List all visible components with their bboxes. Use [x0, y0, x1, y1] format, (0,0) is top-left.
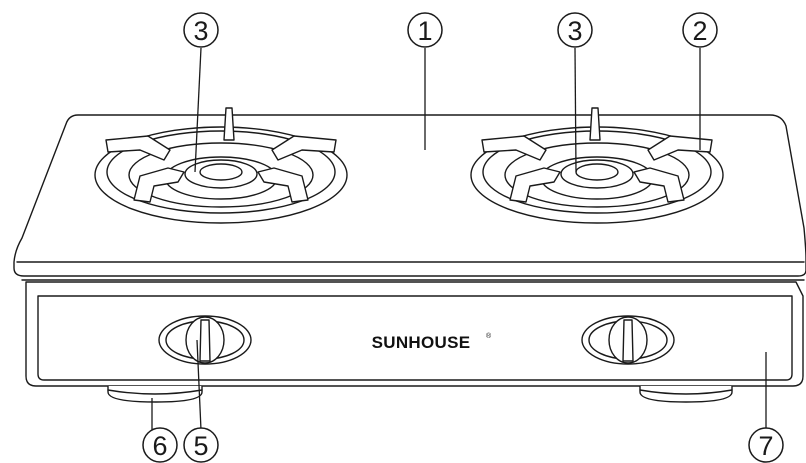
callout-3-left: 3: [183, 12, 219, 48]
callout-6: 6: [142, 427, 178, 463]
svg-text:6: 6: [152, 431, 167, 461]
igniter-pin: [589, 107, 601, 141]
callout-1: 1: [407, 12, 443, 48]
control-knob-right: [581, 315, 675, 365]
callout-3-right: 3: [557, 12, 593, 48]
svg-text:3: 3: [193, 16, 208, 46]
pan-support: [633, 167, 685, 203]
stove-foot-right: [639, 386, 733, 403]
igniter-pin: [223, 107, 235, 141]
stove-foot-left: [107, 386, 203, 403]
svg-text:2: 2: [692, 16, 707, 46]
control-knob-left: [158, 315, 252, 365]
pan-support: [509, 167, 561, 203]
svg-text:7: 7: [758, 431, 773, 461]
pan-support: [133, 167, 185, 203]
burner-right: [470, 107, 724, 224]
pan-support: [647, 135, 713, 161]
leader-lines: [151, 47, 767, 431]
brand-logo: SUNHOUSE: [372, 333, 471, 352]
callout-2: 2: [682, 12, 718, 48]
pan-support: [271, 135, 337, 161]
svg-text:1: 1: [417, 16, 432, 46]
pan-support: [257, 167, 309, 203]
svg-text:3: 3: [567, 16, 582, 46]
callout-7: 7: [748, 427, 784, 463]
registered-mark: ®: [486, 332, 492, 340]
burner-left: [94, 107, 348, 224]
callout-5: 5: [183, 427, 219, 463]
pan-support: [105, 135, 171, 161]
pan-support: [481, 135, 547, 161]
svg-text:5: 5: [193, 431, 208, 461]
